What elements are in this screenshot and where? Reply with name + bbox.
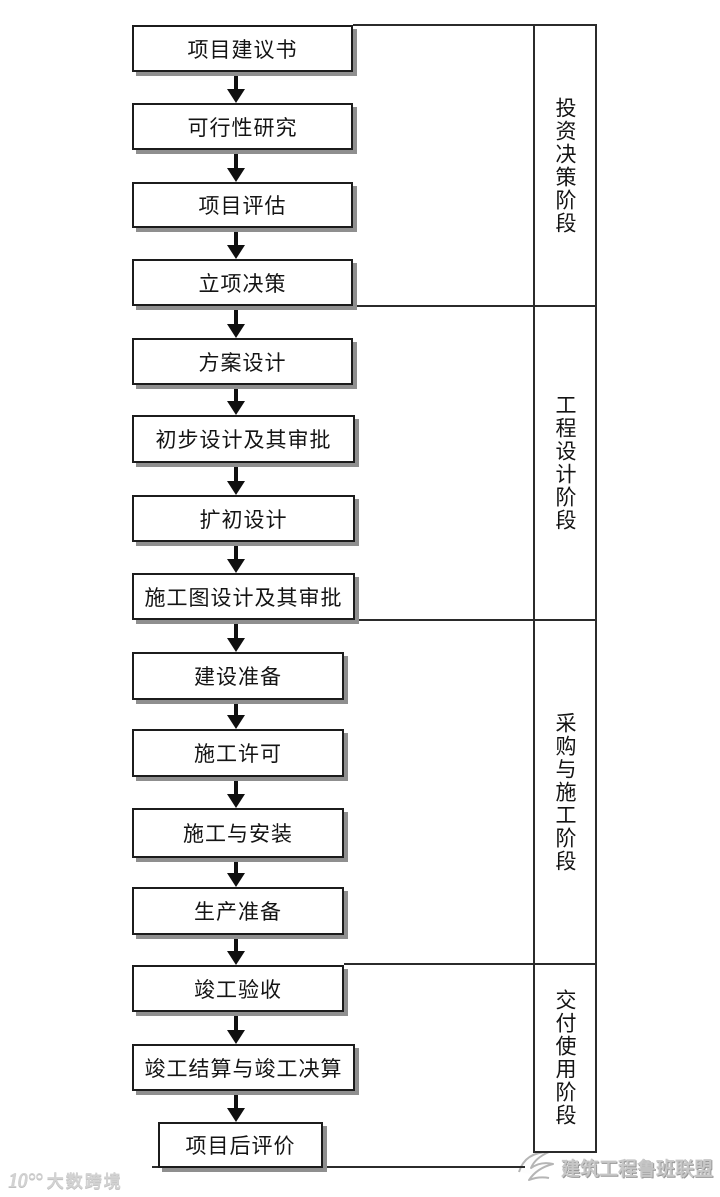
flow-arrow-stem xyxy=(234,1012,238,1031)
flow-arrow-stem xyxy=(234,935,238,952)
flow-box-label: 生产准备 xyxy=(194,900,282,924)
flow-arrow-down-icon xyxy=(227,324,245,338)
flow-box-label: 扩初设计 xyxy=(199,507,288,532)
flow-arrow-down-icon xyxy=(227,1030,245,1044)
flow-arrow-down-icon xyxy=(227,89,245,103)
phase-divider-line xyxy=(353,305,597,307)
flow-box-5: 方案设计 xyxy=(132,338,353,385)
dashukuajing-logo-icon: 10°° xyxy=(8,1168,43,1192)
flow-box-12: 生产准备 xyxy=(132,887,344,935)
flow-arrow-down-icon xyxy=(227,168,245,182)
flow-box-6: 初步设计及其审批 xyxy=(132,415,355,463)
flow-arrow-down-icon xyxy=(227,245,245,259)
flow-arrow-down-icon xyxy=(227,951,245,965)
phase-divider-line xyxy=(353,24,597,26)
flow-arrow-down-icon xyxy=(227,401,245,415)
flow-arrow-stem xyxy=(234,463,238,482)
flow-box-label: 项目建议书 xyxy=(187,37,298,62)
flow-arrow-stem xyxy=(234,542,238,560)
flow-box-11: 施工与安装 xyxy=(132,808,344,858)
phase-label-3: 采购与施工阶段 xyxy=(533,620,597,964)
flow-arrow-stem xyxy=(234,777,238,795)
flow-box-3: 项目评估 xyxy=(132,182,353,228)
phase-label-text: 采购与施工阶段 xyxy=(553,711,577,873)
flow-arrow-stem xyxy=(234,150,238,169)
phase-label-text: 工程设计阶段 xyxy=(553,394,577,532)
flow-box-1: 项目建议书 xyxy=(132,25,353,72)
phase-label-4: 交付使用阶段 xyxy=(533,964,597,1152)
phase-label-2: 工程设计阶段 xyxy=(533,306,597,620)
flow-box-label: 竣工验收 xyxy=(194,977,282,1002)
flow-arrow-stem xyxy=(234,1091,238,1109)
flow-box-13: 竣工验收 xyxy=(132,965,344,1012)
flow-arrow-stem xyxy=(234,620,238,639)
flow-box-label: 可行性研究 xyxy=(187,115,298,140)
flow-arrow-stem xyxy=(234,306,238,325)
flow-box-10: 施工许可 xyxy=(132,729,344,777)
phase-divider-line xyxy=(355,619,597,621)
phase-label-1: 投资决策阶段 xyxy=(533,25,597,306)
phase-label-text: 投资决策阶段 xyxy=(553,96,577,235)
flow-box-label: 竣工结算与竣工决算 xyxy=(144,1056,343,1081)
flow-box-8: 施工图设计及其审批 xyxy=(132,573,355,620)
flow-arrow-down-icon xyxy=(227,559,245,573)
flow-box-label: 初步设计及其审批 xyxy=(155,428,332,452)
flow-box-label: 施工许可 xyxy=(194,742,282,766)
flow-box-label: 建设准备 xyxy=(194,665,282,689)
flow-box-label: 方案设计 xyxy=(198,350,287,375)
flow-arrow-down-icon xyxy=(227,638,245,652)
flow-arrow-stem xyxy=(234,700,238,716)
watermark-right-text: 建筑工程鲁班联盟 xyxy=(561,1158,714,1180)
flow-arrow-stem xyxy=(234,228,238,246)
flow-arrow-down-icon xyxy=(227,794,245,808)
phase-divider-line xyxy=(344,963,597,965)
flow-box-15: 项目后评价 xyxy=(158,1122,323,1168)
flow-arrow-stem xyxy=(234,858,238,874)
flow-box-4: 立项决策 xyxy=(132,259,353,306)
flow-arrow-stem xyxy=(234,385,238,402)
phase-column-bottom-line xyxy=(533,1151,597,1153)
flow-arrow-down-icon xyxy=(227,481,245,495)
watermark-left-text: 大数跨境 xyxy=(46,1172,123,1191)
flow-box-7: 扩初设计 xyxy=(132,495,355,542)
flow-box-label: 项目评估 xyxy=(198,194,287,218)
flow-box-9: 建设准备 xyxy=(132,652,344,700)
flow-arrow-down-icon xyxy=(227,873,245,887)
watermark-bottom-left: 10°° 大数跨境 xyxy=(8,1167,123,1193)
bottom-extension-line xyxy=(152,1166,525,1168)
flow-box-label: 施工与安装 xyxy=(183,822,293,846)
flow-box-label: 项目后评价 xyxy=(185,1134,296,1158)
phase-label-text: 交付使用阶段 xyxy=(553,989,577,1127)
flow-box-label: 施工图设计及其审批 xyxy=(144,585,343,610)
flow-box-label: 立项决策 xyxy=(198,271,287,296)
flow-arrow-down-icon xyxy=(227,1108,245,1122)
flow-arrow-stem xyxy=(234,72,238,90)
flow-arrow-down-icon xyxy=(227,715,245,729)
phase-column-right-line xyxy=(595,25,597,1152)
flow-box-2: 可行性研究 xyxy=(132,103,353,150)
flow-box-14: 竣工结算与竣工决算 xyxy=(132,1044,355,1091)
phase-column-left-line xyxy=(533,25,535,1152)
